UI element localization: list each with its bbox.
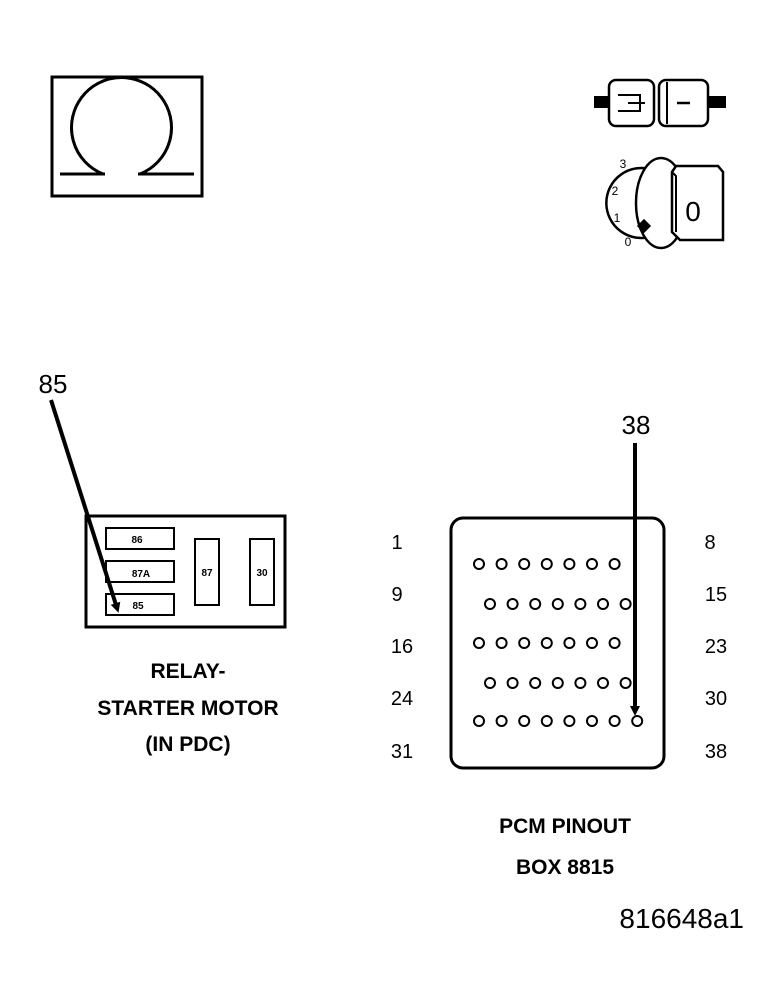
pcm-row4-right: 30	[705, 688, 727, 710]
pcm-pin-grid	[473, 558, 644, 727]
pcm-row3-right: 23	[705, 636, 727, 658]
pcm-pin-hole	[597, 677, 609, 689]
pcm-pin-hole	[563, 558, 576, 570]
relay-pin-86: 86	[131, 535, 143, 546]
relay-caption-line1: RELAY-	[150, 660, 225, 683]
starter-relay: 86 87A 85 87 30 85 RELAY- STARTER MOTOR …	[39, 369, 287, 756]
pcm-connector: 38 1 9 16 24 31 8 15 23 30 38 PCM PINOUT…	[391, 410, 727, 879]
relay-caption-line2: STARTER MOTOR	[97, 697, 278, 720]
pcm-caption-line2: BOX 8815	[516, 856, 614, 879]
pcm-row5-right: 38	[705, 741, 727, 763]
pcm-pin-hole	[540, 558, 553, 570]
key-position-2: 2	[612, 184, 619, 198]
pcm-row5-left: 31	[391, 741, 413, 763]
relay-pin-30: 30	[256, 568, 268, 579]
pcm-pin-hole	[608, 715, 621, 727]
pcm-pin-hole	[597, 598, 609, 610]
ohmmeter-symbol-icon	[50, 75, 204, 198]
pcm-caption-line1: PCM PINOUT	[499, 815, 631, 838]
pcm-pin-hole	[506, 677, 519, 689]
ignition-key-icon: 0 3 2 1 0	[605, 156, 725, 250]
pcm-pin-hole	[586, 558, 598, 570]
pcm-pin-hole	[563, 637, 576, 649]
pcm-pin-hole	[586, 715, 598, 727]
key-label: 0	[685, 196, 701, 227]
pcm-pin-hole	[495, 558, 508, 570]
pcm-row1-left: 1	[391, 532, 402, 554]
pcm-pin-hole	[631, 715, 644, 727]
key-position-1: 1	[614, 211, 621, 225]
pcm-pin-hole	[484, 677, 496, 689]
pcm-row2-left: 9	[391, 584, 402, 606]
pcm-pin-hole	[473, 715, 485, 727]
pcm-pin-hole	[619, 598, 632, 610]
pcm-pin-hole	[540, 715, 553, 727]
pcm-pin-hole	[529, 677, 542, 689]
pcm-pin-hole	[619, 677, 632, 689]
relay-callout-label: 85	[39, 369, 68, 399]
pcm-pin-hole	[574, 677, 587, 689]
pcm-pin-hole	[563, 715, 576, 727]
relay-pin-85: 85	[132, 601, 144, 612]
pcm-row3-left: 16	[391, 636, 413, 658]
pcm-row4-left: 24	[391, 688, 413, 710]
relay-callout-arrow	[49, 399, 121, 613]
key-position-3: 3	[620, 157, 627, 171]
pcm-pin-hole	[551, 598, 564, 610]
pcm-pin-hole	[518, 637, 531, 649]
pcm-pin-hole	[473, 637, 485, 649]
pcm-pin-hole	[484, 598, 496, 610]
pcm-row2-right: 15	[705, 584, 727, 606]
pcm-callout-label: 38	[622, 410, 651, 440]
pcm-pin-hole	[495, 637, 508, 649]
disconnected-connector-icon	[594, 78, 726, 128]
pcm-pin-hole	[551, 677, 564, 689]
key-position-0: 0	[625, 235, 632, 249]
pcm-pin-hole	[495, 715, 508, 727]
relay-caption-line3: (IN PDC)	[145, 733, 230, 756]
pcm-pin-hole	[608, 637, 621, 649]
pcm-pin-hole	[518, 558, 531, 570]
pcm-row1-right: 8	[704, 532, 715, 554]
relay-pin-87a: 87A	[132, 569, 150, 580]
pcm-pin-hole	[574, 598, 587, 610]
relay-pin-87: 87	[201, 568, 213, 579]
pcm-pin-hole	[529, 598, 542, 610]
pcm-pin-hole	[586, 637, 598, 649]
pcm-pin-hole	[506, 598, 519, 610]
figure-id: 816648a1	[619, 903, 744, 934]
pcm-pin-hole	[518, 715, 531, 727]
pcm-pin-hole	[608, 558, 621, 570]
pcm-pin-hole	[540, 637, 553, 649]
pcm-pin-hole	[473, 558, 485, 570]
